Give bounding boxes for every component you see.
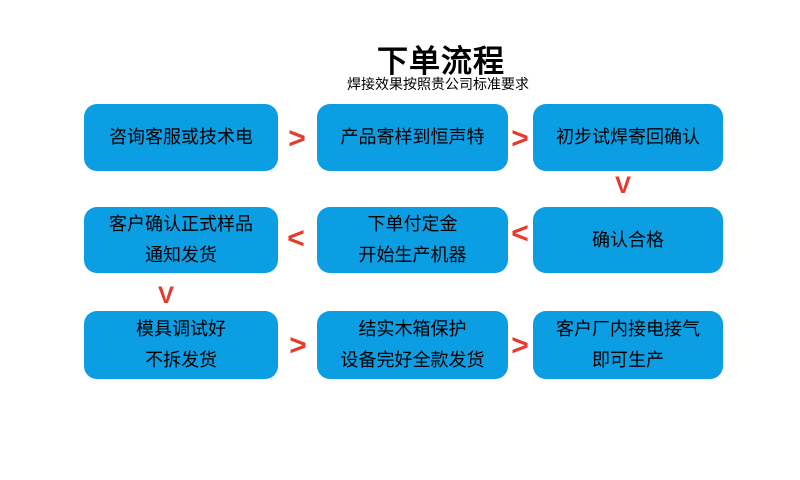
flow-step-1-box: 咨询客服或技术电 (84, 104, 278, 171)
flow-step-4-text: 确认合格 (592, 229, 664, 250)
flow-step-9-text: 客户厂内接电接气 (556, 319, 700, 339)
flow-step-5-box: 下单付定金 开始生产机器 (317, 207, 508, 273)
arrow-right-4-icon: > (511, 329, 529, 362)
arrow-left-2-icon: < (287, 222, 305, 255)
flow-step-5-text: 下单付定金 (367, 214, 458, 234)
flow-step-8-text-2: 设备完好全款发货 (340, 350, 485, 370)
arrow-left-1-icon: < (511, 217, 529, 250)
flow-step-4-box: 确认合格 (533, 207, 723, 273)
flow-step-6-text-2: 通知发货 (145, 245, 217, 265)
flow-step-5-text-2: 开始生产机器 (358, 245, 467, 265)
arrow-down-2-icon: V (157, 282, 175, 309)
flow-step-8-text: 结实木箱保护 (358, 319, 467, 339)
arrow-down-1-icon: V (614, 172, 632, 199)
flow-step-2-text: 产品寄样到恒声特 (340, 127, 485, 147)
flow-step-7-text: 模具调试好 (136, 319, 226, 339)
flow-step-6-text: 客户确认正式样品 (109, 214, 253, 234)
flow-step-1-text: 咨询客服或技术电 (109, 127, 253, 147)
page-title: 下单流程 (377, 44, 505, 79)
flow-step-7-text-2: 不拆发货 (145, 350, 217, 370)
flow-step-9-text-2: 即可生产 (592, 350, 664, 370)
flow-step-6-box: 客户确认正式样品 通知发货 (84, 207, 278, 273)
arrow-right-2-icon: > (511, 122, 529, 155)
arrow-right-1-icon: > (288, 122, 306, 155)
flow-step-7-box: 模具调试好 不拆发货 (84, 311, 278, 379)
page-subtitle: 焊接效果按照贵公司标准要求 (347, 76, 529, 92)
flow-step-3-text: 初步试焊寄回确认 (556, 127, 700, 147)
flow-step-8-box: 结实木箱保护 设备完好全款发货 (317, 311, 508, 379)
arrow-right-3-icon: > (289, 329, 307, 362)
flow-step-9-box: 客户厂内接电接气 即可生产 (533, 311, 723, 379)
flow-step-2-box: 产品寄样到恒声特 (317, 104, 508, 171)
flow-step-3-box: 初步试焊寄回确认 (533, 104, 723, 171)
